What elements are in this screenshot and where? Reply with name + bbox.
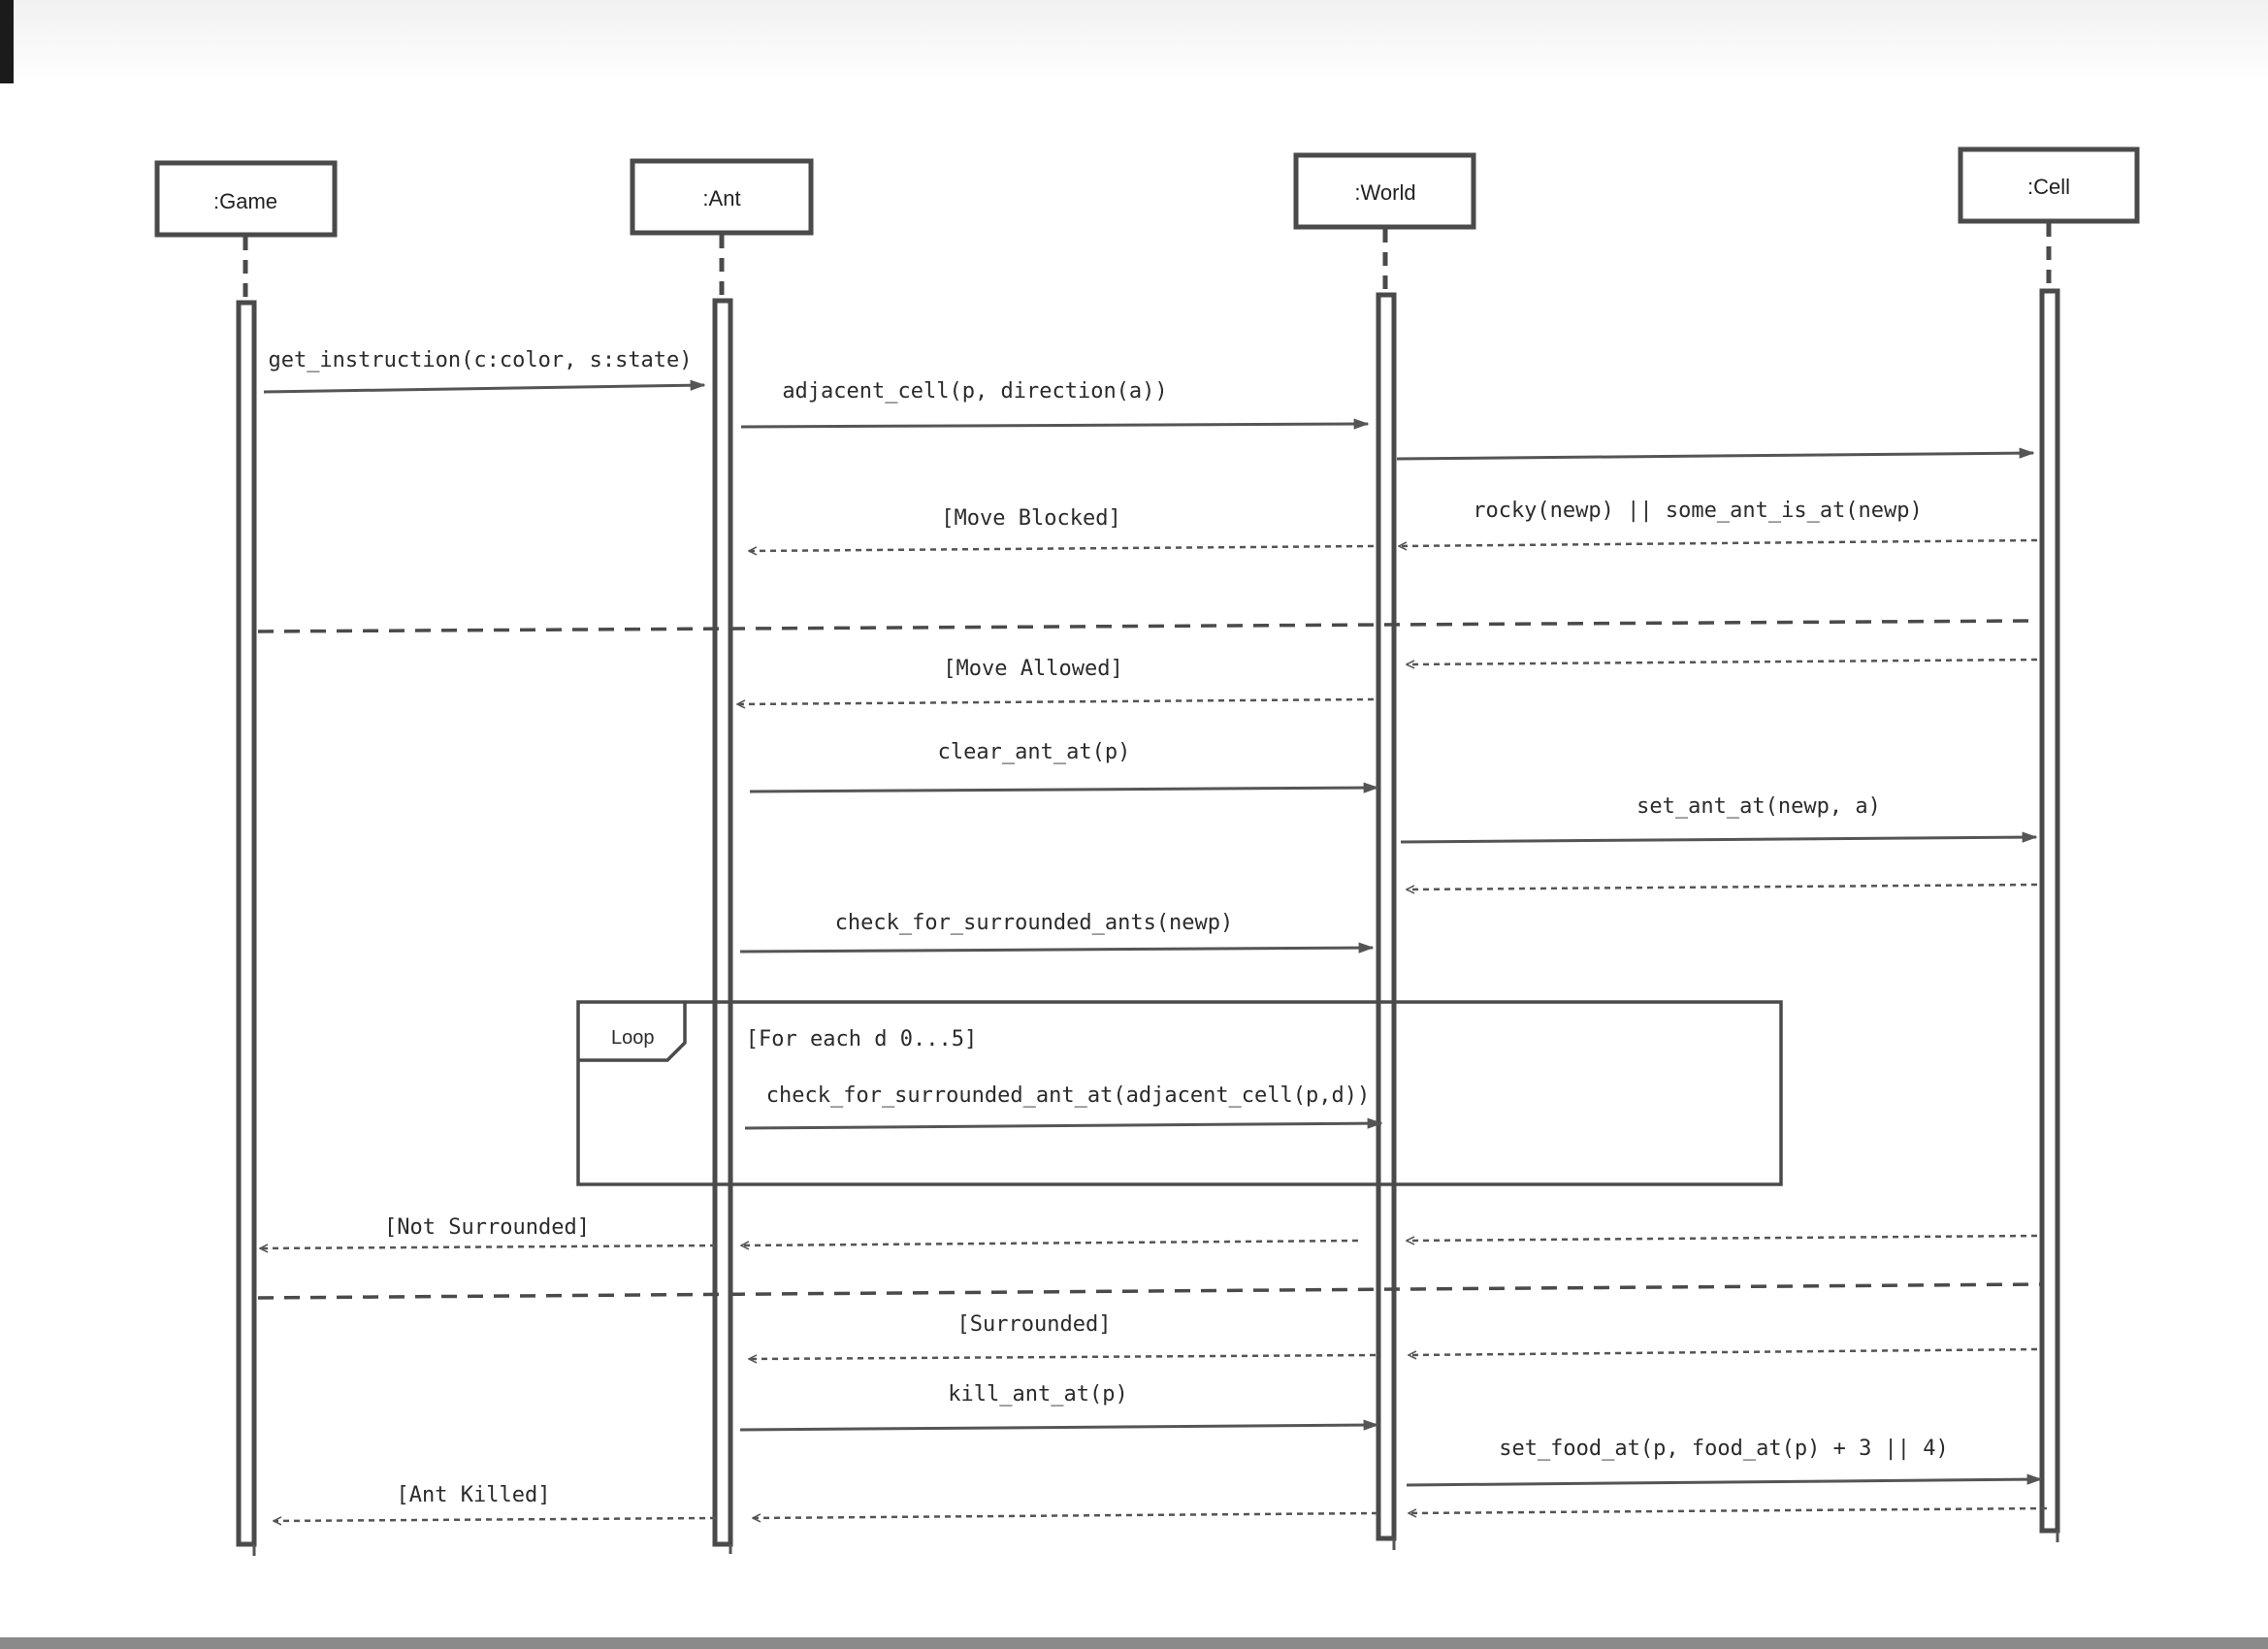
participant-ant-label: :Ant [702,186,740,210]
activation-bar-game [236,300,257,1547]
message-kill-ant-at-label: kill_ant_at(p) [948,1382,1127,1406]
participant-world-label: :World [1354,180,1415,205]
scan-left-edge [0,0,14,83]
message-move-allowed-label: [Move Allowed] [943,657,1122,681]
message-kill-ant-at: kill_ant_at(p) [739,1382,1379,1432]
message-clear-ant-at: clear_ant_at(p) [749,740,1379,793]
loop-guard: [For each d 0...5] [746,1027,977,1051]
message-clear-ant-at-label: clear_ant_at(p) [938,740,1131,764]
message-check-surrounded-ant-at: check_for_surrounded_ant_at(adjacent_cel… [744,1083,1383,1130]
message-cell-reply-allowed [1407,658,2038,664]
message-move-blocked: [Move Blocked] [749,506,1375,551]
message-set-ant-at: set_ant_at(newp, a) [1400,794,2038,844]
message-cell-reply-food [1409,1506,2048,1513]
alternative-separator-2 [257,1282,2042,1300]
message-set-ant-at-label: set_ant_at(newp, a) [1636,794,1881,819]
message-set-food-at-label: set_food_at(p, food_at(p) + 3 || 4) [1499,1437,1949,1461]
alternative-separator-1 [257,619,2033,633]
message-cell-reply-surrounded [1409,1347,2038,1355]
message-ant-killed: [Ant Killed] [274,1483,717,1521]
loop-frame [576,1000,1783,1186]
participant-ant: :Ant [630,158,814,236]
message-world-to-cell [1396,447,2035,461]
message-adjacent-cell-label: adjacent_cell(p, direction(a)) [782,379,1167,404]
message-check-surrounded-ant-at-label: check_for_surrounded_ant_at(adjacent_cel… [766,1083,1371,1108]
message-not-surrounded-label: [Not Surrounded] [384,1215,590,1240]
message-check-surrounded-ants: check_for_surrounded_ants(newp) [739,911,1375,954]
message-move-allowed: [Move Allowed] [737,657,1375,704]
message-surrounded: [Surrounded] [749,1312,1377,1359]
message-set-food-at: set_food_at(p, food_at(p) + 3 || 4) [1406,1437,2043,1487]
message-cell-reply-not-surrounded [1407,1234,2038,1241]
participant-game: :Game [154,160,338,238]
activation-bar-cell [2039,288,2060,1534]
message-surrounded-label: [Surrounded] [957,1312,1112,1337]
loop-tag-box [578,1002,687,1062]
message-ant-killed-label: [Ant Killed] [397,1483,551,1507]
message-not-surrounded: [Not Surrounded] [260,1215,717,1248]
message-world-reply-not-surrounded [741,1239,1359,1245]
loop-tag: Loop [611,1027,655,1049]
activation-bar-ant [712,298,733,1547]
activation-bar-world [1376,292,1397,1541]
message-move-blocked-label: [Move Blocked] [941,506,1120,531]
participant-cell-label: :Cell [2027,175,2070,199]
message-check-surrounded-ants-label: check_for_surrounded_ants(newp) [835,911,1234,935]
message-world-reply-killed [753,1511,1378,1518]
message-get-instruction: get_instruction(c:color, s:state) [263,348,706,394]
participant-cell: :Cell [1958,146,2140,224]
loop-fragment: Loop [For each d 0...5] [576,1000,1783,1186]
message-rocky-or-ant-label: rocky(newp) || some_ant_is_at(newp) [1473,499,1923,523]
message-adjacent-cell: adjacent_cell(p, direction(a)) [740,379,1370,430]
message-get-instruction-label: get_instruction(c:color, s:state) [268,348,692,372]
participant-game-label: :Game [213,189,277,213]
message-cell-reply-set-ant [1407,883,2038,889]
participant-world: :World [1293,152,1476,230]
scan-top-shade [0,0,2268,83]
scan-bottom-edge [0,1637,2268,1649]
message-rocky-or-ant: rocky(newp) || some_ant_is_at(newp) [1399,499,2038,546]
